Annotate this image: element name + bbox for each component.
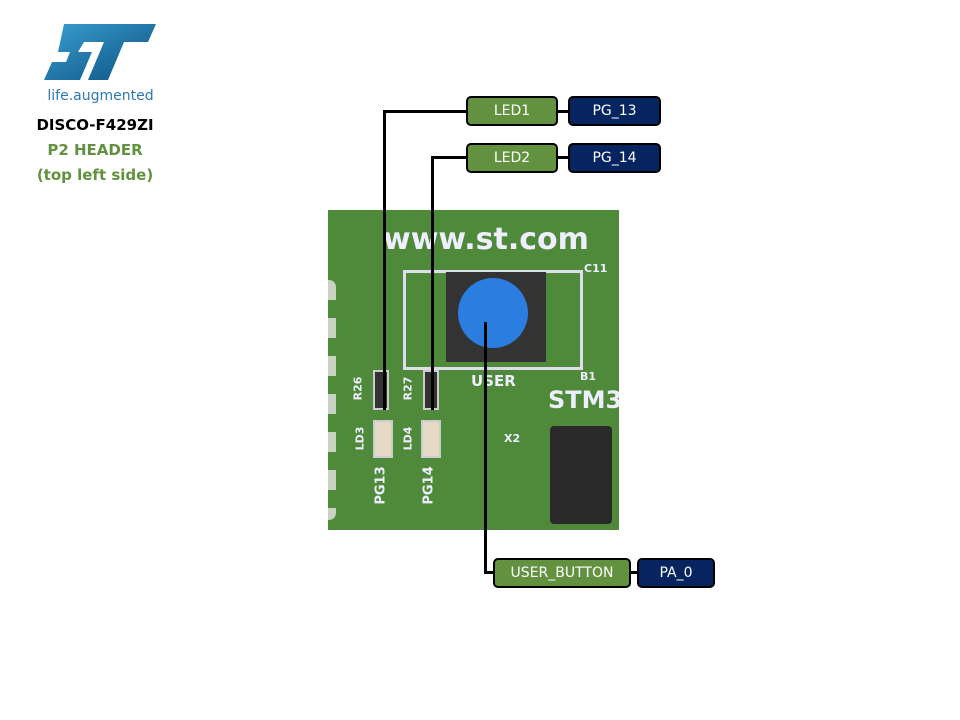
board-photo: www.st.com USER C11 B1 STM3 X2 R26 R27 L… <box>328 210 619 530</box>
led2-connector <box>431 156 467 159</box>
button-frame <box>403 270 583 370</box>
pin-connector <box>556 156 569 159</box>
r26-resistor <box>373 370 389 410</box>
r26-silkscreen: R26 <box>351 376 365 401</box>
st-logo <box>44 22 159 82</box>
pg13-silkscreen: PG13 <box>373 466 389 505</box>
led1-connector <box>383 110 386 410</box>
pin-connector <box>556 110 569 113</box>
r27-silkscreen: R27 <box>401 376 415 401</box>
ld4-led <box>421 420 441 458</box>
header-name: P2 HEADER <box>47 141 143 159</box>
stm-silkscreen: STM3 <box>548 386 619 414</box>
board-name: DISCO-F429ZI <box>36 116 154 134</box>
led2-connector <box>431 156 434 410</box>
button-connector <box>484 322 487 574</box>
header-side: (top left side) <box>36 166 154 184</box>
tagline: life.augmented <box>47 88 154 104</box>
ld3-silkscreen: LD3 <box>353 426 367 451</box>
ld3-led <box>373 420 393 458</box>
user-button-label: USER_BUTTON <box>493 558 631 588</box>
c11-silkscreen: C11 <box>584 262 608 275</box>
header-pins <box>328 280 336 520</box>
url-silkscreen: www.st.com <box>383 222 589 257</box>
user-button-pin: PA_0 <box>637 558 715 588</box>
pin-connector <box>630 571 638 574</box>
led2-label: LED2 <box>466 143 558 173</box>
led1-connector <box>383 110 467 113</box>
b1-silkscreen: B1 <box>580 370 597 383</box>
led1-pin: PG_13 <box>568 96 661 126</box>
user-silkscreen: USER <box>471 372 516 390</box>
led2-pin: PG_14 <box>568 143 661 173</box>
crystal <box>550 426 612 524</box>
pg14-silkscreen: PG14 <box>421 466 437 505</box>
x2-silkscreen: X2 <box>504 432 521 445</box>
ld4-silkscreen: LD4 <box>401 426 415 451</box>
user-button-cap[interactable] <box>458 278 528 348</box>
led1-label: LED1 <box>466 96 558 126</box>
button-connector <box>484 571 494 574</box>
